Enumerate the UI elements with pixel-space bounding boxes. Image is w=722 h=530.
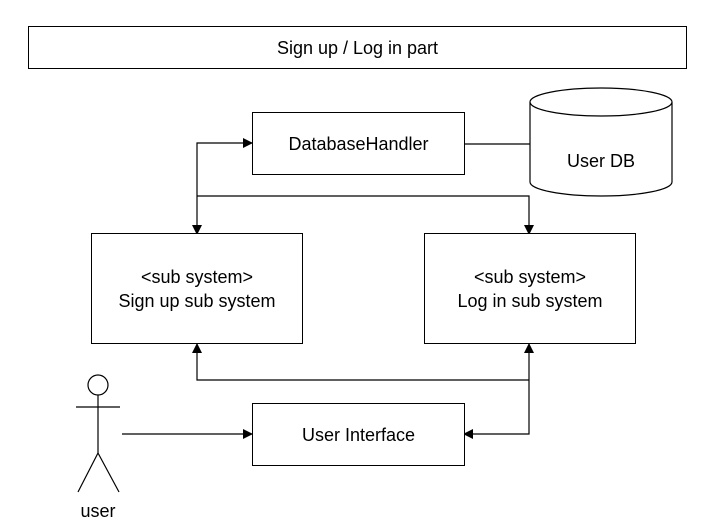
diagram-title: Sign up / Log in part [276,37,439,58]
junction-to-signup-arrow [192,343,529,381]
junction-to-ui-arrow [463,380,530,439]
user-interface-label: User Interface [301,424,416,445]
login-subsystem-box: <sub system> Log in sub system [424,233,636,344]
title-box: Sign up / Log in part [28,26,687,69]
login-name: Log in sub system [457,290,603,311]
database-handler-box: DatabaseHandler [252,112,465,175]
signup-subsystem-box: <sub system> Sign up sub system [91,233,303,344]
user-interface-box: User Interface [252,403,465,466]
user-actor-icon [76,374,120,493]
handler-to-signup-arrow [196,138,253,196]
login-stereotype: <sub system> [473,266,587,287]
signup-stereotype: <sub system> [140,266,254,287]
database-handler-label: DatabaseHandler [288,133,429,154]
user-db-label: User DB [566,151,635,171]
user-db-cylinder [529,87,673,197]
signup-name: Sign up sub system [118,290,276,311]
actor-label: user [80,501,116,521]
branch-to-login-arrow [197,195,534,235]
